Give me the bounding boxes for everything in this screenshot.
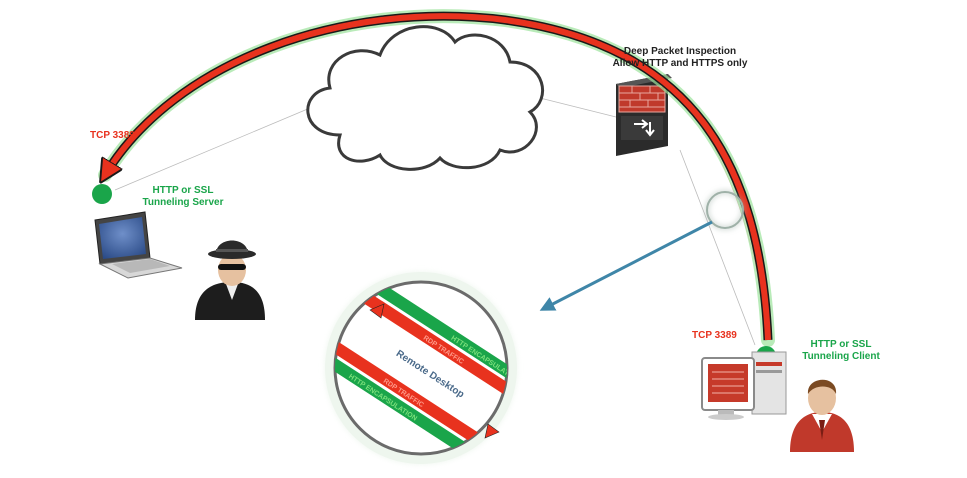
zoom-stripe-red-bottom [335,321,507,454]
user-icon [790,379,854,452]
zoom-pointer-arrow [539,220,713,311]
server-port-label: TCP 3389 [90,130,135,141]
zoom-stripe-red-top [335,282,507,414]
link-firewall-client [679,149,756,346]
tunnel-arc [98,9,775,347]
server-role-line2: Tunneling Server [142,197,224,208]
server-role-line1: HTTP or SSL [152,185,214,196]
client-role-label: HTTP or SSL Tunneling Client [786,339,896,363]
zoom-arrowhead-left [369,303,385,319]
link-server-cloud [114,107,311,191]
network-links [114,97,756,346]
link-cloud-firewall [539,97,621,119]
arrow-to-client [699,119,768,338]
firewall-caption-line2: Allow HTTP and HTTPS only [612,58,748,69]
firewall-caption-line1: Deep Packet Inspection [623,46,737,57]
arrow-to-server [105,13,771,341]
zoom-stripe-green-top [340,282,507,401]
firewall-caption: Deep Packet Inspection Allow HTTP and HT… [585,46,775,70]
client-role-line1: HTTP or SSL [810,339,872,350]
cloud-icon [306,25,545,171]
hacker-icon [195,240,265,320]
server-role-label: HTTP or SSL Tunneling Server [128,185,238,209]
server-endpoint-dot [92,184,112,204]
zoom-stripe-green-bottom [335,333,501,454]
magnifier-circle-icon [539,191,744,311]
client-role-line2: Tunneling Client [802,351,880,362]
desktop-computer-icon [701,351,787,420]
client-port-label: TCP 3389 [692,330,737,341]
laptop-icon [94,211,183,279]
zoom-view: HTTP ENCAPSULATION RDP TRAFFIC RDP TRAFF… [325,272,517,464]
zoom-arrowhead-right [484,423,500,439]
